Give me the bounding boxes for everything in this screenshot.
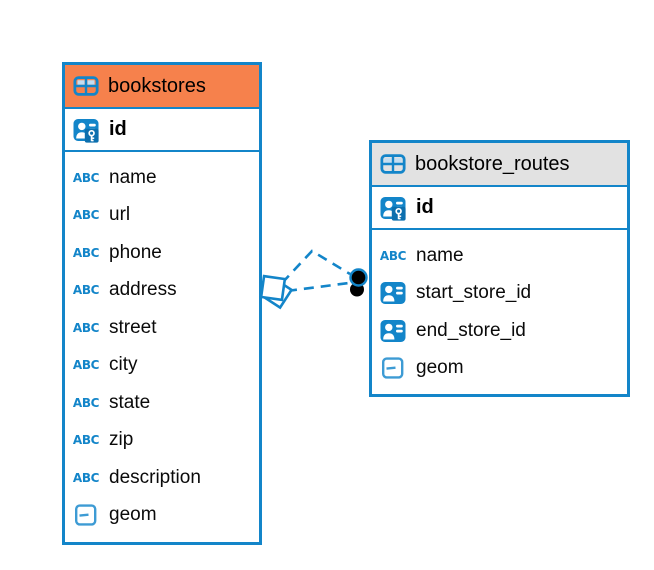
column-row-url[interactable]: ABC url — [65, 197, 259, 235]
text-type-icon: ABC — [72, 433, 100, 448]
column-row-geom[interactable]: geom — [65, 497, 259, 535]
source-marker-front-square — [259, 274, 287, 302]
column-name: geom — [416, 357, 464, 379]
column-row-address[interactable]: ABC address — [65, 272, 259, 310]
column-name: phone — [109, 241, 162, 263]
column-name: id — [109, 118, 127, 140]
column-row-name[interactable]: ABC name — [372, 237, 627, 275]
pk-row-bookstores-id[interactable]: id — [65, 109, 259, 152]
text-type-icon: ABC — [72, 395, 100, 410]
primary-key-icon — [380, 195, 406, 221]
text-type-icon: ABC — [72, 208, 100, 223]
column-name: zip — [109, 429, 134, 451]
column-name: description — [109, 466, 201, 488]
table-header-bookstore-routes[interactable]: bookstore_routes — [372, 143, 627, 187]
table-icon — [380, 153, 406, 175]
column-row-start-store-id[interactable]: start_store_id — [372, 275, 627, 313]
table-icon — [73, 75, 99, 97]
text-type-icon: ABC — [72, 170, 100, 185]
column-name: city — [109, 354, 138, 376]
text-type-icon: ABC — [72, 470, 100, 485]
column-row-description[interactable]: ABC description — [65, 459, 259, 497]
column-row-end-store-id[interactable]: end_store_id — [372, 312, 627, 350]
column-name: id — [416, 196, 434, 218]
text-type-icon: ABC — [72, 358, 100, 373]
entity-table-bookstore-routes[interactable]: bookstore_routes id ABC name start_store… — [369, 140, 630, 397]
table-title: bookstore_routes — [415, 152, 570, 175]
column-list: ABC name ABC url ABC phone ABC address A… — [65, 152, 259, 541]
text-type-icon: ABC — [72, 245, 100, 260]
target-marker-circle-upper — [349, 268, 368, 287]
column-row-geom[interactable]: geom — [372, 350, 627, 388]
column-row-street[interactable]: ABC street — [65, 309, 259, 347]
column-name: end_store_id — [416, 319, 526, 341]
geometry-type-icon — [380, 356, 406, 380]
column-name: url — [109, 204, 131, 226]
reference-type-icon — [380, 280, 406, 306]
column-name: address — [109, 279, 177, 301]
text-type-icon: ABC — [72, 320, 100, 335]
column-name: state — [109, 391, 151, 413]
column-row-state[interactable]: ABC state — [65, 384, 259, 422]
relationship-connector[interactable] — [259, 249, 368, 310]
column-row-phone[interactable]: ABC phone — [65, 234, 259, 272]
column-row-city[interactable]: ABC city — [65, 347, 259, 385]
relationship-line-lower[interactable] — [286, 281, 350, 293]
column-name: name — [416, 244, 464, 266]
column-row-zip[interactable]: ABC zip — [65, 422, 259, 460]
relationship-line-upper[interactable] — [281, 249, 351, 284]
column-row-name[interactable]: ABC name — [65, 159, 259, 197]
pk-row-routes-id[interactable]: id — [372, 187, 627, 230]
column-name: geom — [109, 504, 157, 526]
column-name: name — [109, 166, 157, 188]
table-header-bookstores[interactable]: bookstores — [65, 65, 259, 109]
table-title: bookstores — [108, 74, 206, 97]
geometry-type-icon — [73, 503, 99, 527]
column-name: street — [109, 316, 157, 338]
text-type-icon: ABC — [72, 283, 100, 298]
reference-type-icon — [380, 318, 406, 344]
primary-key-icon — [73, 117, 99, 143]
entity-table-bookstores[interactable]: bookstores id ABC name ABC url ABC phone… — [62, 62, 262, 545]
column-name: start_store_id — [416, 282, 532, 304]
column-list: ABC name start_store_id end_store_id ge — [372, 230, 627, 394]
text-type-icon: ABC — [379, 248, 407, 263]
